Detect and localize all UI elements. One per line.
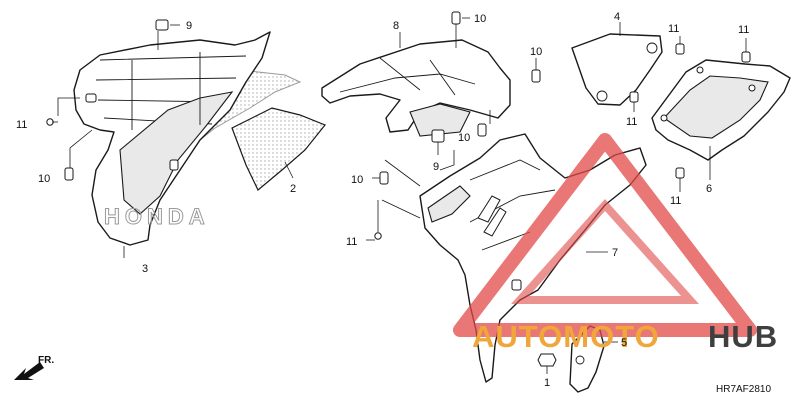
callout-11-right-c: 11 [626, 116, 637, 128]
upper-cover-8 [321, 32, 511, 137]
main-cover-7 [419, 133, 647, 383]
decal-text: HONDA [104, 204, 210, 229]
wing-logo [477, 195, 507, 237]
watermark-triangle [453, 133, 757, 337]
callout-1: 1 [544, 377, 550, 389]
callout-11-right-d: 11 [670, 195, 681, 207]
nut-1 [537, 353, 557, 374]
callout-2: 2 [290, 183, 296, 195]
callout-3: 3 [142, 263, 148, 275]
callout-11-right-b: 11 [738, 24, 749, 36]
callout-8: 8 [393, 20, 399, 32]
fasteners-centre [366, 110, 491, 241]
callout-9-left: 9 [186, 20, 192, 32]
callout-5: 5 [621, 337, 627, 349]
bolt-10-top [451, 11, 470, 48]
watermark: AUTOMOTO HUB [453, 133, 778, 354]
callout-9-centre: 9 [433, 161, 439, 173]
side-cover-left: HONDA [73, 31, 302, 246]
grommet-9-left [155, 19, 180, 50]
decal-part-2 [231, 107, 326, 191]
callout-10-lower: 10 [351, 174, 363, 186]
panel-4 [571, 22, 663, 106]
callout-10-left: 10 [38, 173, 50, 185]
watermark-prefix: AUTOMOTO [472, 319, 660, 354]
watermark-suffix: HUB [708, 319, 778, 354]
panel-6 [651, 59, 791, 180]
direction-label: FR. [38, 355, 54, 366]
diagram-code: HR7AF2810 [716, 384, 771, 395]
callout-11-centre: 11 [346, 236, 357, 248]
bolts-right [629, 36, 751, 192]
callout-10-upper-right: 10 [530, 46, 542, 58]
callout-6: 6 [706, 183, 712, 195]
front-direction-arrow: FR. [14, 355, 54, 380]
callout-10-top: 10 [474, 13, 486, 25]
bolt-10-upper-right [531, 58, 541, 83]
bolts-left [46, 97, 125, 258]
callout-7: 7 [612, 247, 618, 259]
callout-11-right-a: 11 [668, 23, 679, 35]
callout-11-left: 11 [16, 119, 27, 131]
callout-10-centre: 10 [458, 132, 470, 144]
callouts: 9 11 10 2 3 8 10 10 10 9 10 11 4 11 11 1… [16, 11, 749, 389]
callout-4: 4 [614, 11, 620, 23]
